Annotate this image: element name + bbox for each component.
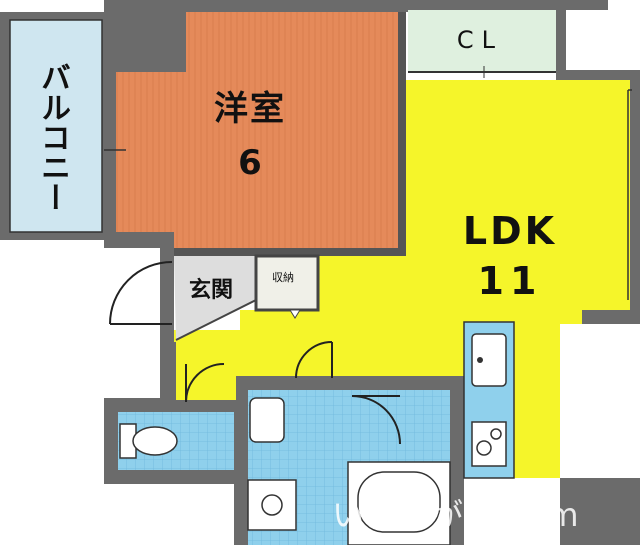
western-room-floor — [116, 12, 400, 248]
western-room-size: 6 — [238, 143, 262, 183]
partition-wall-western — [398, 12, 406, 252]
balcony-area — [0, 12, 104, 240]
storage-closet — [254, 254, 320, 319]
western-room-label: 洋室 — [214, 89, 286, 129]
balcony-label: バルコニー — [35, 62, 70, 212]
bathroom — [347, 390, 451, 545]
ldk-floor — [174, 80, 630, 478]
exterior-walls — [104, 0, 640, 545]
storage-label: 収納 — [272, 271, 294, 284]
watermark-text: いえさがし.com — [332, 496, 580, 534]
partition-wall-western-bottom — [174, 248, 406, 256]
washroom — [247, 341, 348, 545]
entrance-label: 玄関 — [188, 278, 233, 303]
window-lines — [104, 89, 632, 300]
ldk-size: 11 — [477, 259, 543, 303]
closet-area — [408, 10, 556, 78]
ldk-label: LDK — [462, 209, 558, 253]
toilet-room — [118, 363, 234, 470]
kitchen-counter — [463, 321, 515, 479]
closet-label: CL — [456, 26, 504, 54]
entrance-area — [109, 256, 257, 341]
